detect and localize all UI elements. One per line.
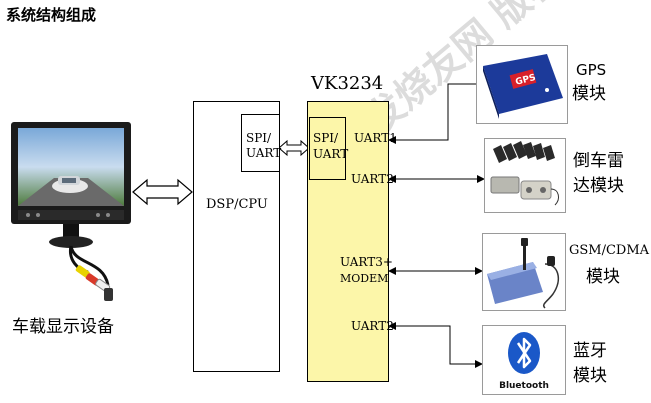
gps-module-label-2: 模块 [572, 84, 606, 104]
display-device-label: 车载显示设备 [12, 317, 114, 337]
radar-module-label-1: 倒车雷 [573, 151, 624, 171]
vk-uart2-bottom-label: UART2 [351, 319, 394, 333]
vk-uart1-label: UART1 [354, 131, 397, 145]
dsp-spi-port [241, 114, 280, 172]
page-title: 系统结构组成 [6, 6, 97, 24]
radar-module-image [484, 138, 566, 213]
bluetooth-module-image: Bluetooth [482, 325, 566, 395]
dsp-cpu-label: DSP/CPU [206, 197, 268, 212]
gps-module-image: GPS [476, 45, 568, 124]
dsp-spi-line1: SPI/ [246, 131, 272, 145]
gsm-module-label-1: GSM/CDMA [569, 243, 650, 258]
bt-module-label-1: 蓝牙 [573, 341, 607, 361]
display-dsp-bus-arrow [132, 178, 193, 206]
vk-spi-line2: UART [313, 147, 349, 161]
vk3234-name: VK3234 [311, 73, 384, 94]
vk-spi-line1: SPI/ [313, 131, 339, 145]
vk-spi-port [309, 117, 346, 180]
uart2-bt-line [388, 322, 483, 368]
vk-uart2-top-label: UART2 [351, 172, 394, 186]
vk-modem-label: MODEM [340, 272, 389, 285]
display-device-image [8, 120, 134, 305]
spi-bus-arrow [278, 139, 310, 157]
bluetooth-device-text: Bluetooth [499, 381, 549, 391]
gps-module-label-1: GPS [576, 61, 607, 79]
radar-module-label-2: 达模块 [573, 176, 624, 196]
dsp-spi-line2: UART [246, 146, 282, 160]
gsm-module-image [482, 233, 566, 311]
uart1-gps-line [388, 83, 476, 144]
gsm-module-label-2: 模块 [586, 267, 620, 287]
vk-uart3-label: UART3+ [340, 255, 393, 269]
bt-module-label-2: 模块 [573, 366, 607, 386]
